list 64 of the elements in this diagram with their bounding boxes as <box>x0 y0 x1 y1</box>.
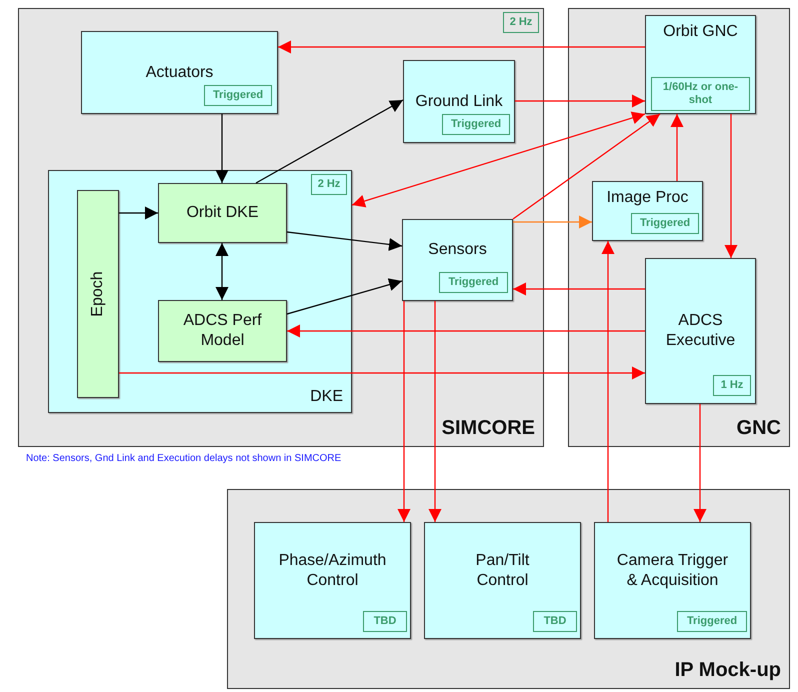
process-box <box>158 300 287 362</box>
box-label: Orbit GNC <box>662 22 739 42</box>
box-label: ADCS Executive <box>664 311 736 351</box>
rate-tag: Triggered <box>677 611 747 632</box>
arrow <box>278 40 645 54</box>
process-box <box>254 522 411 639</box>
group-label: SIMCORE <box>442 417 535 440</box>
group-panel <box>568 8 790 447</box>
process-box <box>48 170 352 413</box>
rate-tag: Triggered <box>442 114 510 135</box>
arrow <box>428 301 442 522</box>
arrow <box>119 366 645 380</box>
rate-tag: Triggered <box>631 213 699 234</box>
group-panel <box>227 489 790 689</box>
box-label: Ground Link <box>414 92 504 112</box>
arrow <box>216 114 228 183</box>
arrow <box>398 301 410 522</box>
rate-tag: 1/60Hz or one-shot <box>651 77 750 111</box>
group-label: DKE <box>310 388 343 406</box>
box-label: Pan/Tilt Control <box>474 550 530 590</box>
arrow <box>286 278 402 315</box>
arrow <box>512 114 660 220</box>
box-label: ADCS Perf Model <box>182 311 263 351</box>
note-text: Note: Sensors, Gnd Link and Execution delays not shown in SIMCORE <box>26 453 342 464</box>
process-box <box>645 15 756 114</box>
rate-tag: TBD <box>363 611 407 632</box>
group-panel <box>18 8 544 447</box>
process-box <box>594 522 751 639</box>
process-box <box>402 219 513 301</box>
bar-box <box>77 190 119 398</box>
rate-tag: Triggered <box>439 272 508 293</box>
rate-tag: Triggered <box>204 85 272 106</box>
box-label: Camera Trigger & Acquisition <box>616 550 730 590</box>
arrow <box>352 112 646 208</box>
arrow <box>602 241 614 522</box>
group-label: GNC <box>736 417 781 440</box>
process-box <box>403 60 515 143</box>
arrow <box>513 282 645 296</box>
box-label: Orbit DKE <box>185 203 260 223</box>
process-box <box>592 181 703 241</box>
arrow <box>694 404 706 522</box>
rate-tag: 1 Hz <box>713 375 751 396</box>
group-label: IP Mock-up <box>674 659 781 682</box>
rate-tag: TBD <box>533 611 577 632</box>
arrow <box>515 94 645 108</box>
process-box <box>81 31 278 114</box>
arrow <box>724 114 738 258</box>
arrow <box>670 114 684 181</box>
rate-tag: 2 Hz <box>311 174 347 195</box>
arrow <box>256 99 404 184</box>
box-label: Phase/Azimuth Control <box>278 550 388 590</box>
arrow <box>119 206 158 220</box>
arrow <box>216 243 228 300</box>
box-label: Epoch <box>88 271 107 317</box>
box-label: Actuators <box>144 62 214 82</box>
arrow <box>513 216 592 228</box>
process-box <box>645 258 756 404</box>
arrow <box>287 324 645 338</box>
box-label: Image Proc <box>606 188 690 208</box>
rate-tag: 2 Hz <box>503 12 539 33</box>
box-label: Sensors <box>427 240 488 260</box>
arrow <box>286 231 402 251</box>
process-box <box>158 183 287 243</box>
process-box <box>424 522 581 639</box>
